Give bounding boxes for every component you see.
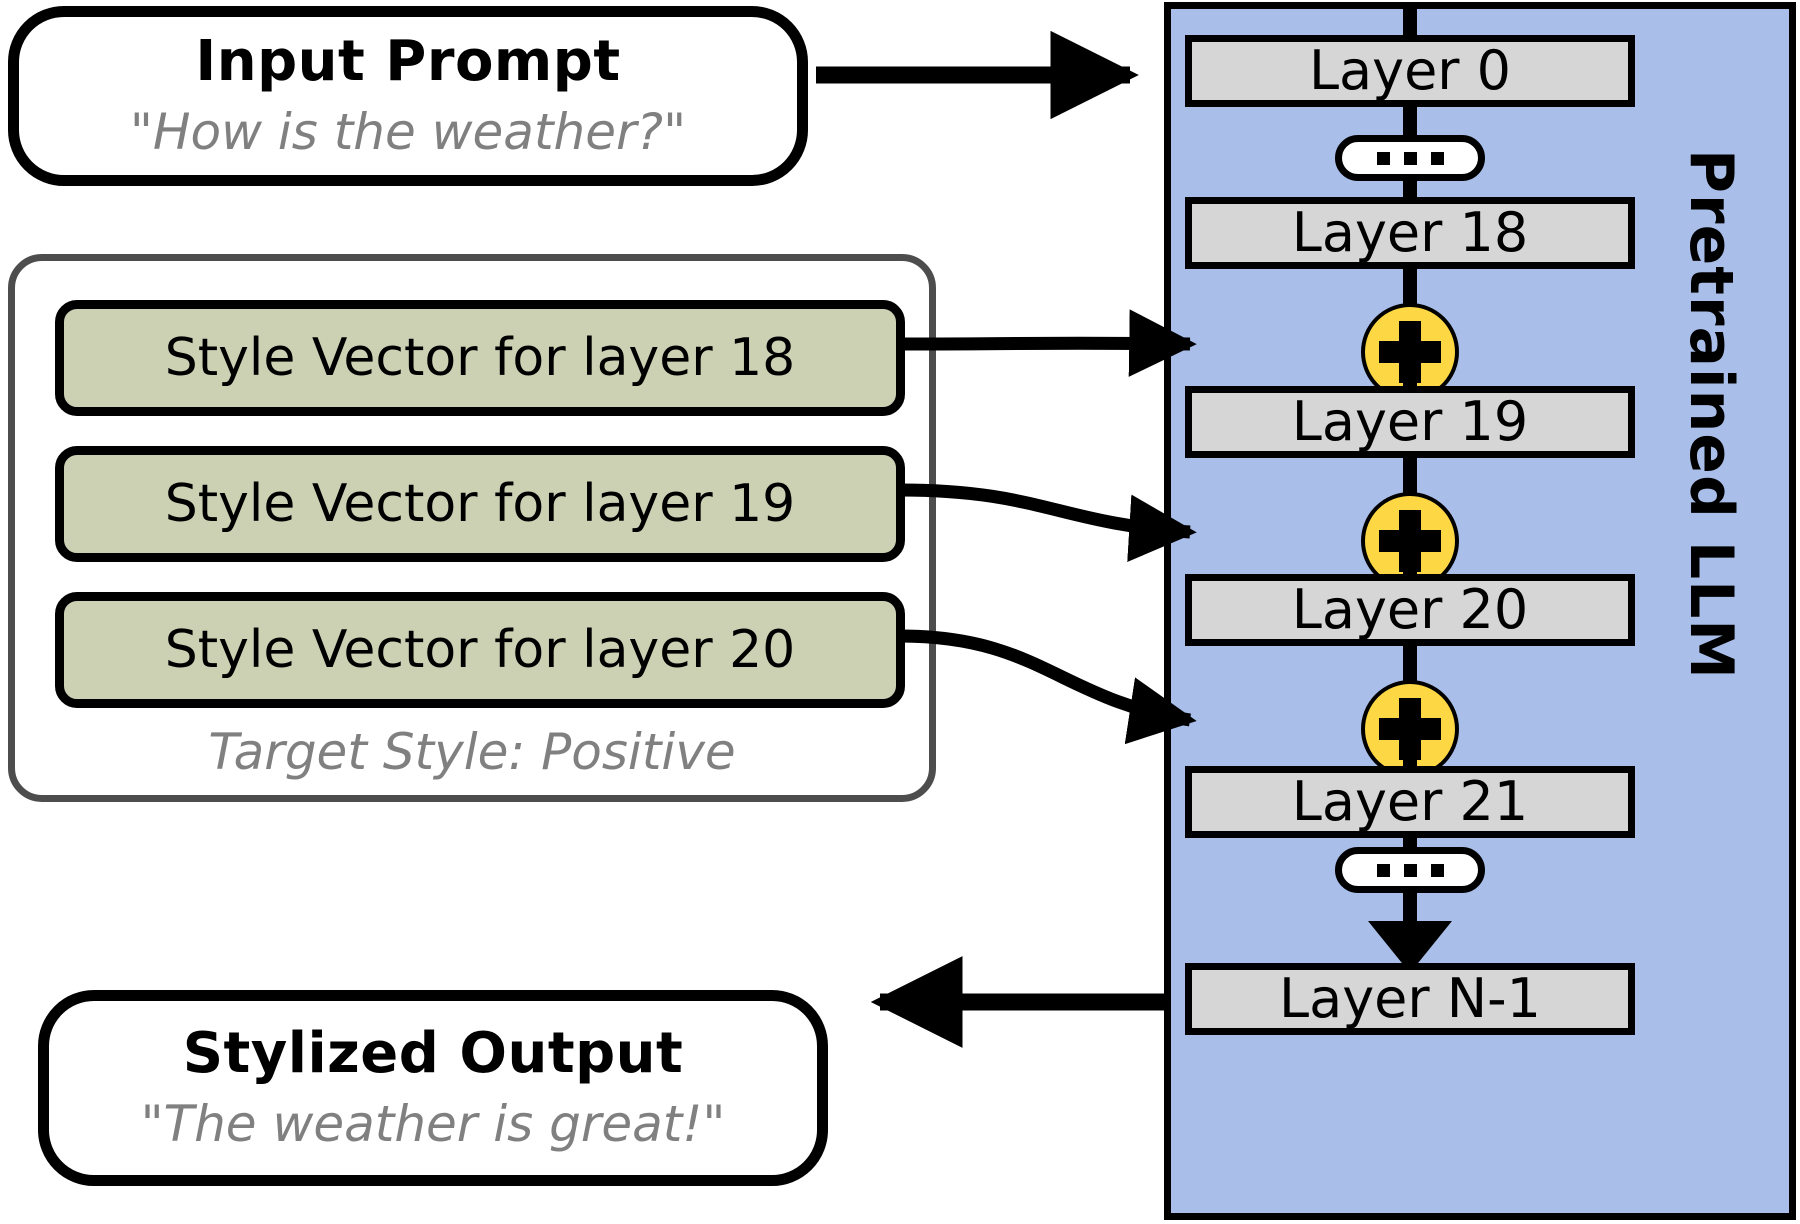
ellipsis-pill-top: [1335, 135, 1485, 181]
spine-segment: [1403, 727, 1417, 767]
spine-segment: [1403, 269, 1417, 307]
ellipsis-dot: [1376, 863, 1390, 877]
spine-segment: [1403, 458, 1417, 496]
stylized-output-quote: "The weather is great!": [140, 1095, 726, 1154]
spine-segment: [1403, 646, 1417, 684]
spine-segment: [1403, 893, 1417, 929]
spine-segment: [1403, 537, 1417, 575]
input-prompt-quote: "How is the weather?": [129, 103, 687, 162]
layer-box-19: Layer 19: [1185, 386, 1635, 458]
input-prompt-box: Input Prompt "How is the weather?": [8, 6, 808, 186]
style-vector-group: Style Vector for layer 18 Style Vector f…: [8, 254, 936, 802]
layer-box-20: Layer 20: [1185, 574, 1635, 646]
ellipsis-pill-bottom: [1335, 847, 1485, 893]
spine-segment: [1403, 7, 1417, 37]
ellipsis-dot: [1403, 863, 1417, 877]
layer-box-0: Layer 0: [1185, 35, 1635, 107]
arrow-style20-to-plus20: [899, 629, 1197, 745]
ellipsis-dot: [1403, 151, 1417, 165]
layer-box-n-1: Layer N-1: [1185, 963, 1635, 1035]
ellipsis-dot: [1430, 863, 1444, 877]
pretrained-llm-panel: Layer 0 Layer 18 Layer 19 Layer 20 Layer: [1164, 2, 1796, 1220]
layer-label: Layer 19: [1291, 390, 1529, 453]
stylized-output-title: Stylized Output: [182, 1021, 684, 1087]
layer-label: Layer N-1: [1279, 967, 1541, 1030]
style-vector-label: Style Vector for layer 18: [164, 328, 796, 388]
style-vector-label: Style Vector for layer 19: [164, 474, 796, 534]
stylized-output-box: Stylized Output "The weather is great!": [38, 990, 828, 1186]
target-style-caption: Target Style: Positive: [208, 723, 736, 781]
spine-segment: [1403, 107, 1417, 137]
layer-label: Layer 21: [1291, 770, 1529, 833]
spine-segment: [1403, 349, 1417, 387]
layer-box-21: Layer 21: [1185, 766, 1635, 838]
layer-box-18: Layer 18: [1185, 197, 1635, 269]
layer-label: Layer 20: [1291, 578, 1529, 641]
style-vector-layer-20: Style Vector for layer 20: [55, 592, 905, 708]
ellipsis-dot: [1376, 151, 1390, 165]
style-vector-label: Style Vector for layer 20: [164, 620, 796, 680]
input-prompt-title: Input Prompt: [195, 29, 621, 95]
layer-label: Layer 0: [1308, 39, 1512, 102]
pretrained-llm-label: Pretrained LLM: [1676, 149, 1746, 681]
arrow-style19-to-plus19: [899, 483, 1197, 562]
spine-segment: [1403, 179, 1417, 199]
layer-label: Layer 18: [1291, 201, 1529, 264]
arrow-style18-to-plus18: [899, 309, 1197, 377]
style-vector-layer-19: Style Vector for layer 19: [55, 446, 905, 562]
style-vector-layer-18: Style Vector for layer 18: [55, 300, 905, 416]
ellipsis-dot: [1430, 151, 1444, 165]
